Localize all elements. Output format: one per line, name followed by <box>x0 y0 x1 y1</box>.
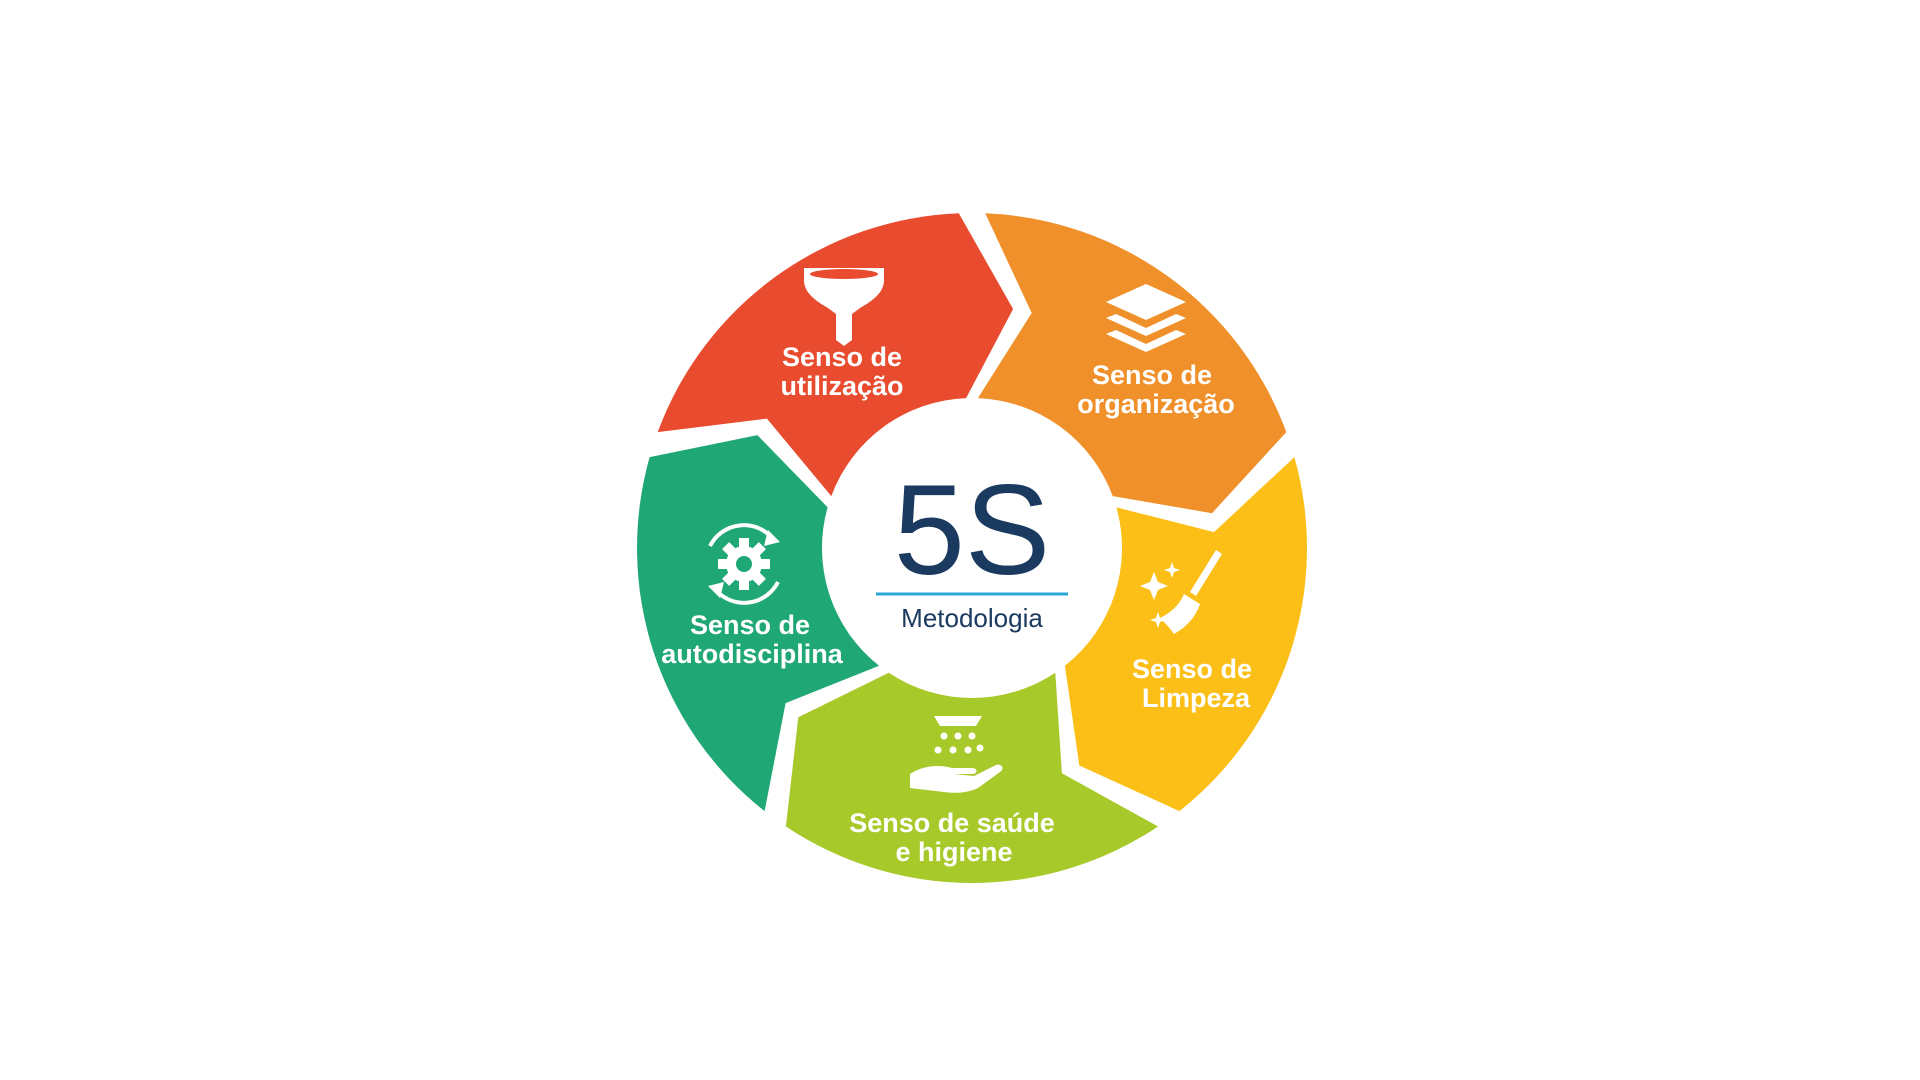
hand-washing-icon <box>910 716 1003 793</box>
segment-saude-higiene-label-line1: Senso de saúde <box>849 808 1055 838</box>
segment-utilizacao <box>657 213 1014 497</box>
segment-autodisciplina-label-line2: autodisciplina <box>661 639 844 669</box>
gear-cycle-icon <box>708 523 780 605</box>
diagram-subtitle: Metodologia <box>901 603 1043 633</box>
segment-limpeza-label-line2: Limpeza <box>1142 683 1251 713</box>
segment-limpeza <box>1064 457 1307 812</box>
broom-sparkles-icon <box>1140 550 1222 634</box>
segment-autodisciplina <box>637 435 880 812</box>
diagram-title: 5S <box>894 459 1051 602</box>
gear-tooth <box>739 538 749 550</box>
segment-autodisciplina-label-line1: Senso de <box>690 610 810 640</box>
segment-utilizacao-label-line2: utilização <box>780 371 903 401</box>
center-circle <box>827 403 1117 693</box>
segment-organizacao <box>977 213 1287 514</box>
segment-organizacao-label-line1: Senso de <box>1092 360 1212 390</box>
gear-tooth <box>739 578 749 590</box>
segment-saude-higiene-label-line2: e higiene <box>895 837 1012 867</box>
segment-limpeza-label-line1: Senso de <box>1132 654 1252 684</box>
layers-icon <box>1106 284 1186 352</box>
funnel-icon <box>804 268 884 346</box>
segment-utilizacao-label-line1: Senso de <box>782 342 902 372</box>
segment-organizacao-label-line2: organização <box>1077 389 1235 419</box>
